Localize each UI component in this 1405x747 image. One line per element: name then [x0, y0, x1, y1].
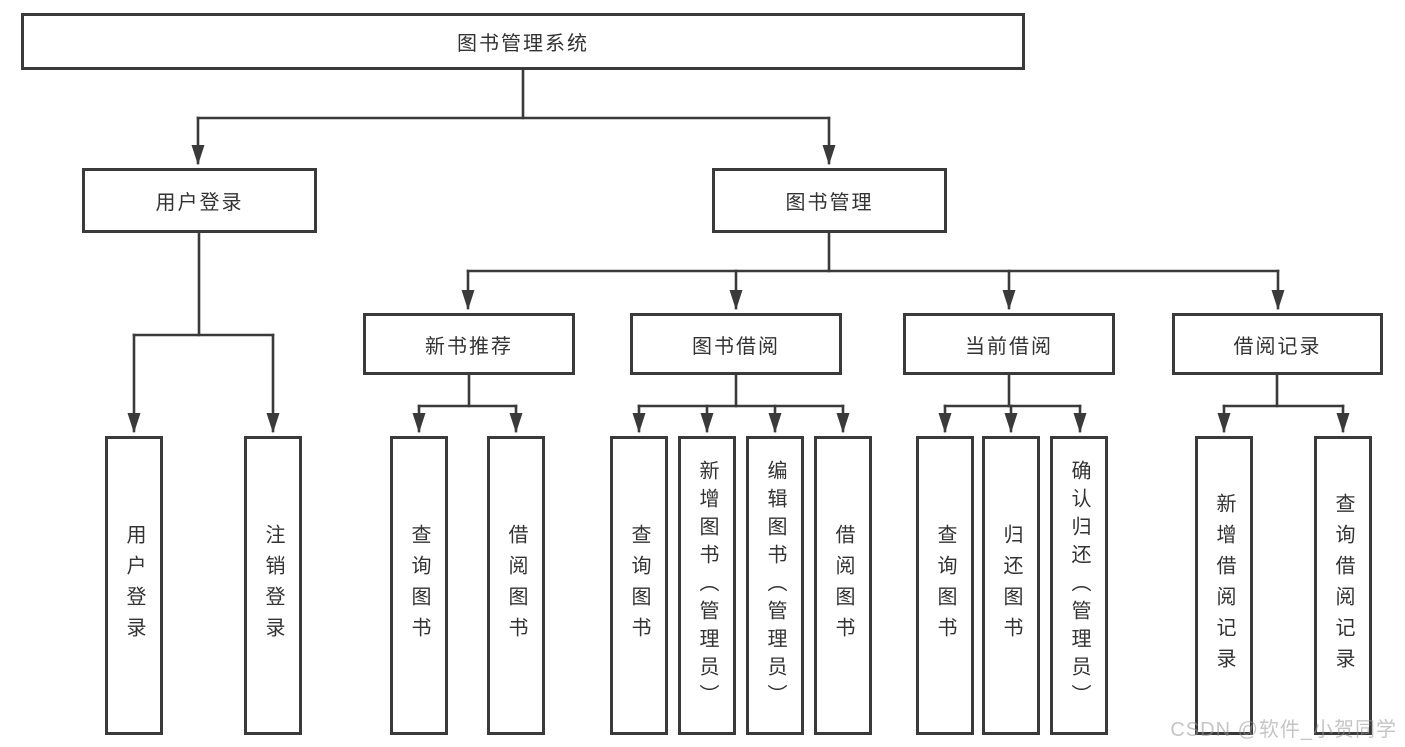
- node-leaf-borrow-book-2: 借阅图书: [814, 436, 872, 735]
- node-new-book-rec: 新书推荐: [363, 313, 575, 375]
- node-book-borrow: 图书借阅: [630, 313, 842, 375]
- node-leaf-add-book: 新增图书（管理员）: [678, 436, 736, 735]
- node-leaf-return-book: 归还图书: [982, 436, 1040, 735]
- node-leaf-borrow-book-1: 借阅图书: [487, 436, 545, 735]
- node-leaf-query-book-3: 查询图书: [916, 436, 974, 735]
- node-leaf-edit-book: 编辑图书（管理员）: [746, 436, 804, 735]
- node-leaf-confirm-return: 确认归还（管理员）: [1050, 436, 1108, 735]
- node-user-login: 用户登录: [82, 168, 317, 233]
- node-leaf-query-book-2: 查询图书: [610, 436, 668, 735]
- node-borrow-records: 借阅记录: [1172, 313, 1383, 375]
- node-leaf-query-record: 查询借阅记录: [1314, 436, 1372, 735]
- node-root: 图书管理系统: [21, 13, 1025, 70]
- node-book-mgmt: 图书管理: [712, 168, 947, 233]
- node-leaf-user-login: 用户登录: [105, 436, 163, 735]
- node-current-borrow: 当前借阅: [903, 313, 1115, 375]
- csdn-watermark: CSDN @软件_小贺同学: [1170, 719, 1397, 741]
- node-leaf-logout: 注销登录: [244, 436, 302, 735]
- node-leaf-query-book-1: 查询图书: [390, 436, 448, 735]
- node-leaf-add-record: 新增借阅记录: [1195, 436, 1253, 735]
